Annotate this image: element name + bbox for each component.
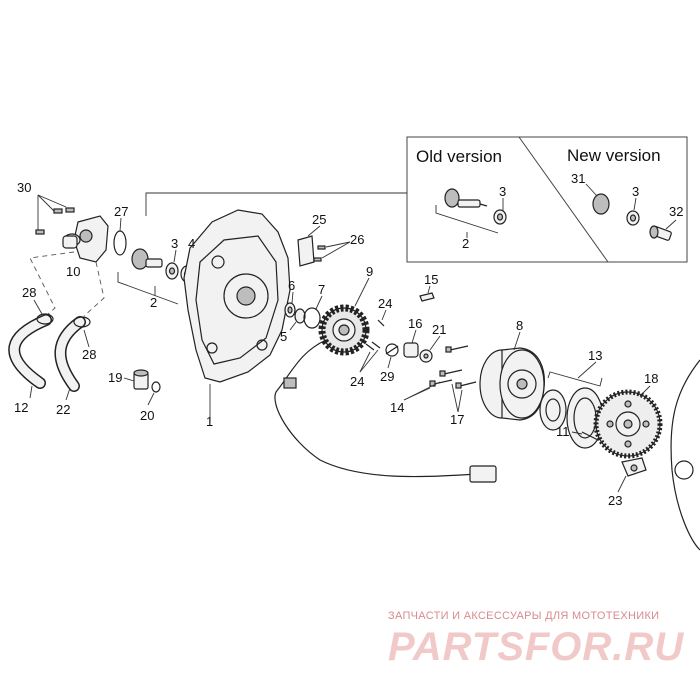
- label-9: 9: [366, 264, 373, 279]
- label-6: 6: [288, 278, 295, 293]
- label-27: 27: [114, 204, 128, 219]
- screws-30-drawing: [35, 194, 75, 235]
- label-12: 12: [14, 400, 28, 415]
- label-8: 8: [516, 318, 523, 333]
- screws-24-drawing: [365, 319, 385, 351]
- label-13: 13: [588, 348, 602, 363]
- label-7: 7: [318, 282, 325, 297]
- label-25: 25: [312, 212, 326, 227]
- bracket-23-drawing: [621, 457, 647, 477]
- crankcase-cover-1-drawing: [183, 209, 291, 383]
- label-20: 20: [140, 408, 154, 423]
- label-5: 5: [280, 329, 287, 344]
- label-24-bottom: 24: [350, 374, 364, 389]
- version-inset: Old version New version: [406, 136, 688, 263]
- label-4: 4: [188, 236, 195, 251]
- label-3-old: 3: [499, 184, 506, 199]
- watermark-brand: PARTSFOR.RU: [388, 625, 684, 669]
- label-2: 2: [150, 295, 157, 310]
- old-pump-shaft-drawing: [444, 188, 507, 225]
- engine-casing-edge-drawing: [670, 359, 700, 551]
- label-3-new: 3: [632, 184, 639, 199]
- label-1: 1: [206, 414, 213, 429]
- label-3: 3: [171, 236, 178, 251]
- starter-gear-18-drawing: [593, 389, 663, 459]
- stator-9-drawing: [274, 304, 497, 483]
- label-18: 18: [644, 371, 658, 386]
- label-22: 22: [56, 402, 70, 417]
- label-31: 31: [571, 171, 585, 186]
- label-29: 29: [380, 369, 394, 384]
- label-32: 32: [669, 204, 683, 219]
- label-30: 30: [17, 180, 31, 195]
- screws-14-17-drawing: [429, 345, 477, 389]
- flywheel-8-drawing: [479, 347, 545, 421]
- watermark: ЗАПЧАСТИ И АКСЕССУАРЫ ДЛЯ МОТОТЕХНИКИ PA…: [388, 610, 684, 669]
- starter-clutch-13-drawing: [539, 387, 604, 449]
- label-23: 23: [608, 493, 622, 508]
- new-version-title: New version: [567, 146, 661, 165]
- label-15: 15: [424, 272, 438, 287]
- thermostat-housing-10-drawing: [62, 215, 109, 263]
- label-14: 14: [390, 400, 404, 415]
- new-pump-shaft-drawing: [592, 193, 672, 241]
- reference-labels: 1 2 2 3 3 3 4 5 6 7 8 9 10 11 12 13 14 1…: [14, 171, 683, 508]
- label-28-left: 28: [22, 285, 36, 300]
- label-16: 16: [408, 316, 422, 331]
- bracket-25-drawing: [297, 235, 326, 267]
- nut-washer-16-21-drawing: [403, 342, 433, 363]
- pin-11-drawing: [581, 431, 599, 441]
- o-ring-27-drawing: [113, 230, 127, 256]
- label-10: 10: [66, 264, 80, 279]
- label-28-right: 28: [82, 347, 96, 362]
- hoses-drawing: [8, 313, 91, 392]
- label-24-top: 24: [378, 296, 392, 311]
- clip-29-drawing: [385, 343, 399, 357]
- label-2-old: 2: [462, 236, 469, 251]
- label-21: 21: [432, 322, 446, 337]
- plug-19-20-drawing: [133, 369, 161, 393]
- label-19: 19: [108, 370, 122, 385]
- old-version-title: Old version: [416, 147, 502, 166]
- label-26: 26: [350, 232, 364, 247]
- label-17: 17: [450, 412, 464, 427]
- watermark-tagline: ЗАПЧАСТИ И АКСЕССУАРЫ ДЛЯ МОТОТЕХНИКИ: [388, 610, 659, 622]
- seals-5-6-7-drawing: [284, 302, 321, 329]
- key-15-drawing: [419, 292, 435, 302]
- label-11: 11: [556, 424, 570, 439]
